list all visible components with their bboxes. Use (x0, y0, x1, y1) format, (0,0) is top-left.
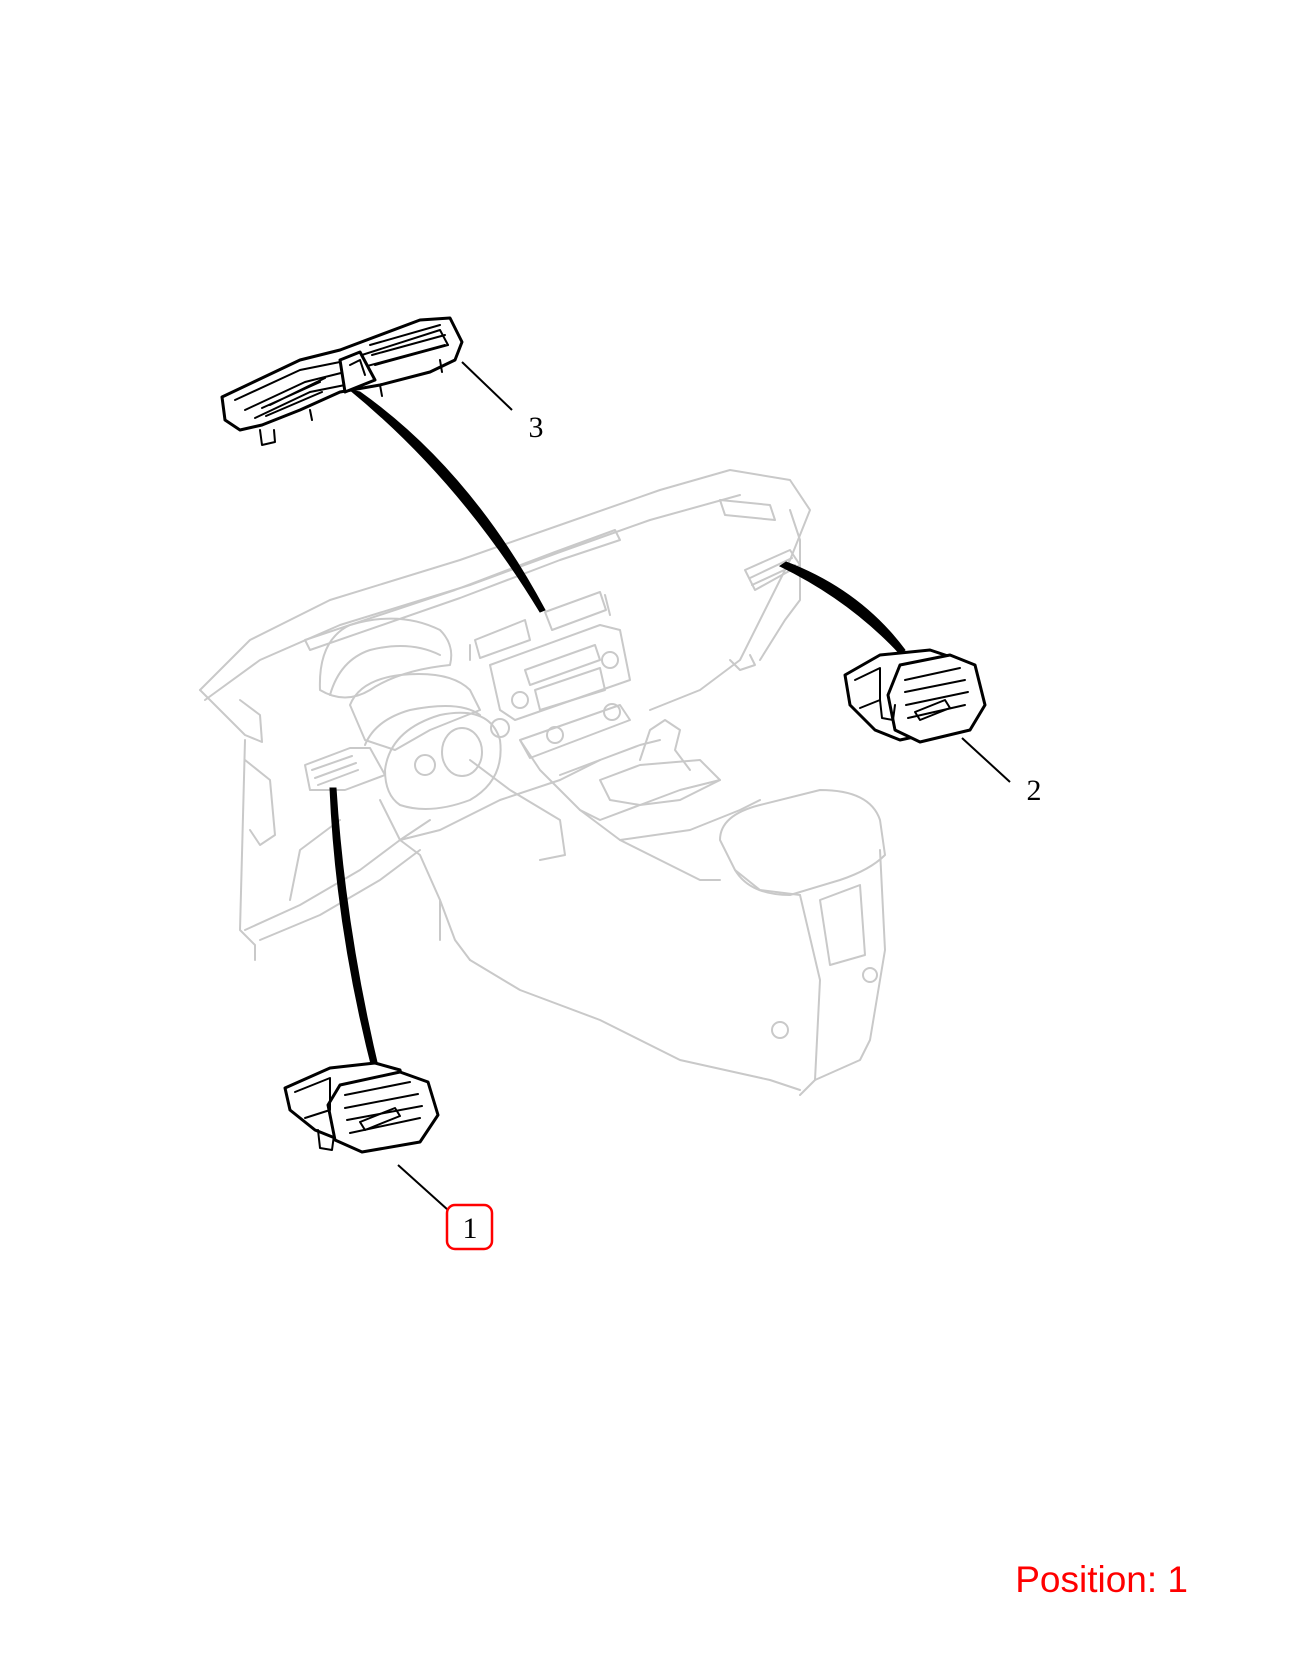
callout-1[interactable]: 1 (445, 1203, 494, 1251)
center-vent-part (220, 316, 464, 446)
callout-3[interactable]: 3 (529, 411, 544, 444)
callout-highlight-box (445, 1203, 494, 1251)
callout-number-2: 2 (1027, 774, 1042, 807)
callout-leaders (397, 361, 1011, 1211)
position-label: Position: 1 (1015, 1559, 1188, 1600)
dashboard-ghost (199, 469, 886, 1096)
left-vent-part (283, 1061, 440, 1154)
callout-number-3: 3 (529, 411, 544, 444)
callout-number-1: 1 (463, 1212, 478, 1245)
right-vent-part (843, 648, 987, 744)
leader-wedges (329, 389, 906, 1077)
callout-2[interactable]: 2 (1027, 774, 1042, 807)
